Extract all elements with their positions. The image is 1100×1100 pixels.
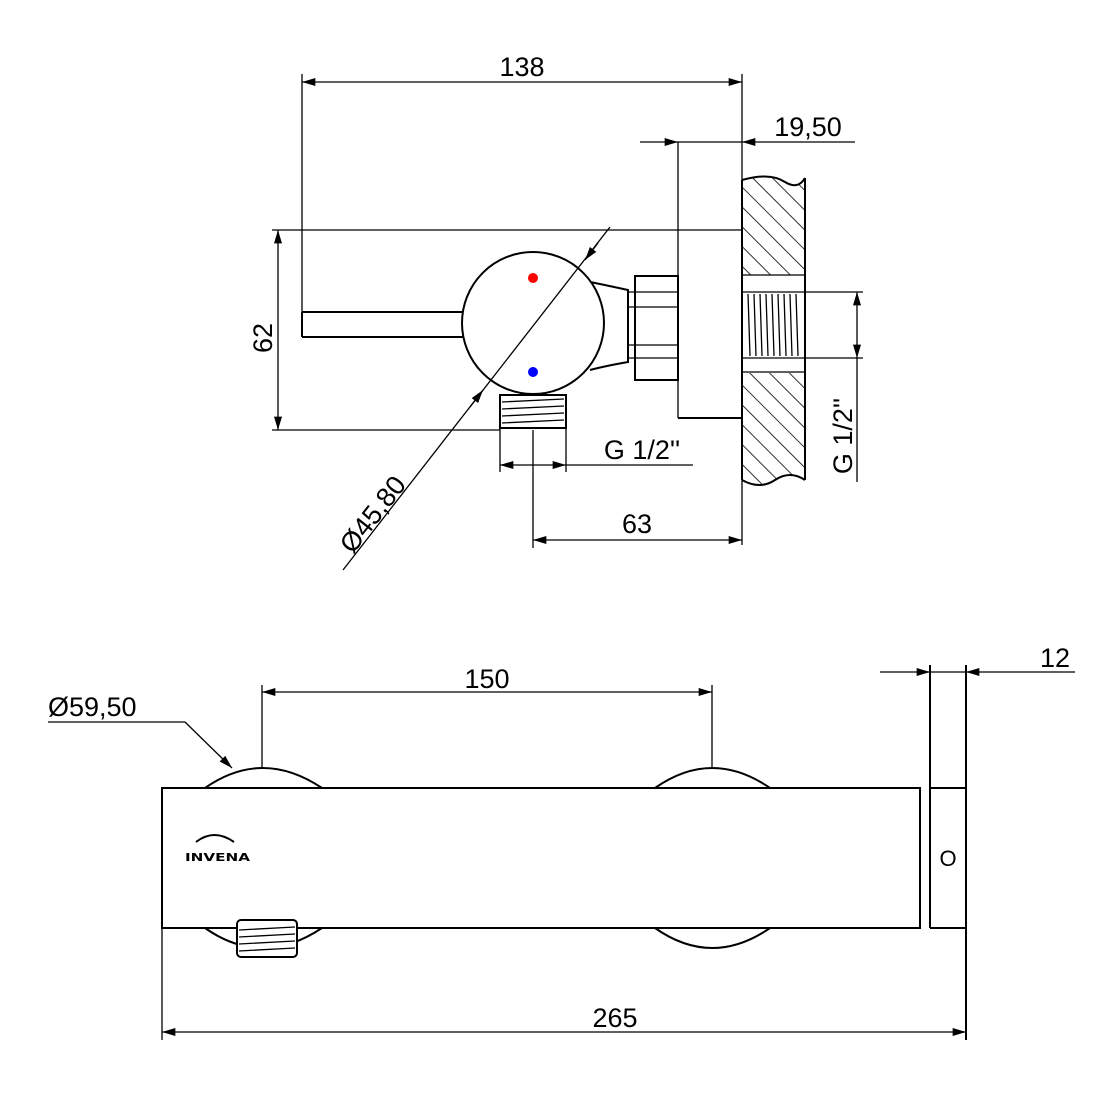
wall-thread xyxy=(747,293,799,357)
cold-indicator-dot xyxy=(528,367,538,377)
dimension-62: 62 xyxy=(248,229,742,431)
hot-indicator-dot xyxy=(528,273,538,283)
dim-label-265: 265 xyxy=(592,1003,637,1033)
dim-label-12: 12 xyxy=(1040,643,1070,673)
plate-mark: O xyxy=(939,846,956,871)
logo-text: INVENA xyxy=(185,851,251,864)
body-neck xyxy=(589,281,629,371)
right-knob-top xyxy=(654,767,771,789)
dimension-12: 12 xyxy=(880,643,1075,676)
outlet-thread xyxy=(499,394,567,429)
dim-label-inlet-thread: G 1/2'' xyxy=(828,398,858,474)
dimension-inlet-thread: G 1/2'' xyxy=(805,291,863,482)
dimension-63: 63 xyxy=(532,430,743,548)
dimension-150: 150 xyxy=(261,664,713,768)
lever-handle xyxy=(301,311,468,338)
dim-label-63: 63 xyxy=(622,509,652,539)
dimension-19-50: 19,50 xyxy=(640,112,855,418)
bottom-outlet-thread xyxy=(236,919,298,958)
dim-label-outlet-thread: G 1/2'' xyxy=(604,435,680,465)
brand-logo: INVENA xyxy=(185,834,251,864)
connection-nut xyxy=(634,275,679,381)
side-view: 138 19,50 62 xyxy=(248,52,863,571)
mixer-body-front xyxy=(161,787,921,929)
dimension-outlet-thread: G 1/2'' xyxy=(499,428,693,472)
dim-label-150: 150 xyxy=(464,664,509,694)
right-knob-bottom xyxy=(654,927,771,949)
wall-section xyxy=(741,175,806,486)
left-knob-top xyxy=(204,767,323,789)
wall-plate-front: O xyxy=(929,665,967,1040)
dimension-265: 265 xyxy=(161,928,967,1040)
dimension-diameter-59-50: Ø59,50 xyxy=(48,692,233,769)
dim-label-19-50: 19,50 xyxy=(774,112,842,142)
dim-label-diameter: Ø45,80 xyxy=(334,470,412,558)
dim-label-knob-diameter: Ø59,50 xyxy=(48,692,137,722)
front-view: INVENA O 12 150 Ø59,50 xyxy=(48,643,1075,1040)
dim-label-62: 62 xyxy=(248,323,278,353)
dim-label-138: 138 xyxy=(499,52,544,82)
